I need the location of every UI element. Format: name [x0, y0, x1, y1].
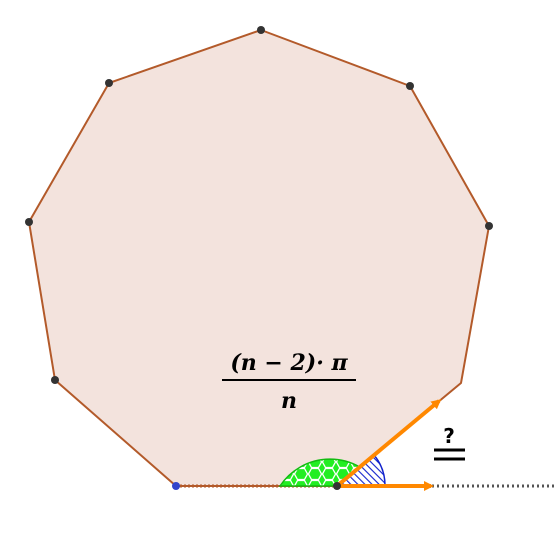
vertex-point[interactable] [485, 222, 493, 230]
question-mark: ? [443, 424, 455, 448]
formula-numerator: (n − 2)· π [230, 350, 348, 376]
vertex-point[interactable] [105, 79, 113, 87]
vertices [25, 26, 493, 490]
vertex-point[interactable] [257, 26, 265, 34]
vertex-point[interactable] [406, 82, 414, 90]
vertex-point-pivot[interactable] [333, 482, 341, 490]
vertex-point-start[interactable] [172, 482, 180, 490]
question-equals-icon: ? [434, 424, 465, 461]
vertex-point[interactable] [51, 376, 59, 384]
interior-angle-formula: (n − 2)· π n [222, 350, 356, 414]
vertex-point[interactable] [25, 218, 33, 226]
formula-denominator: n [281, 388, 297, 414]
edge-direction-arrow [335, 399, 442, 488]
